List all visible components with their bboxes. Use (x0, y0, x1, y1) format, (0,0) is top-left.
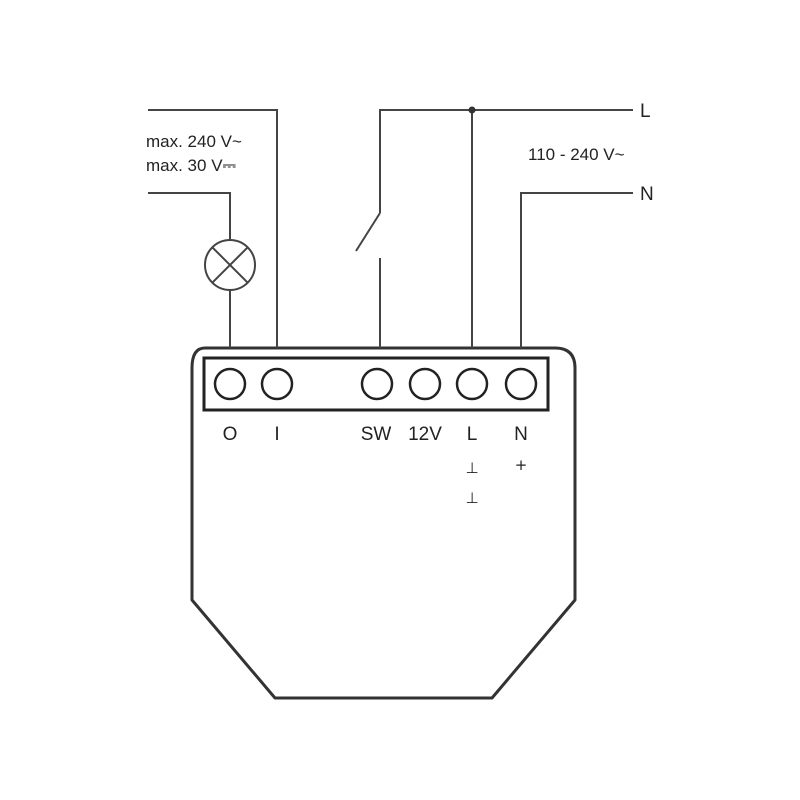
module-body (190, 346, 577, 700)
wire-switch-top (379, 109, 472, 213)
wire-neutral (520, 192, 633, 348)
terminal-o (213, 367, 247, 401)
lamp-icon (204, 239, 256, 291)
terminal-label-l: L (467, 424, 478, 445)
label-line: L (640, 101, 651, 122)
terminal-n (504, 367, 538, 401)
supply-voltage: 110 - 240 V~ (528, 145, 625, 164)
terminal-sw (360, 367, 394, 401)
terminal-label-o: O (223, 424, 238, 445)
terminal-label-12v: 12V (408, 424, 442, 445)
terminal-label-i: I (274, 424, 279, 445)
terminal-l (455, 367, 489, 401)
rating-ac: max. 240 V~ (146, 132, 242, 151)
dc-minus-symbol-upper: ⊥ (465, 459, 478, 477)
dc-plus-symbol: + (515, 456, 528, 474)
label-neutral: N (640, 184, 654, 205)
wire-input-i (148, 109, 278, 348)
terminal-label-n: N (514, 424, 528, 445)
rating-dc: max. 30 V⎓ (146, 156, 237, 175)
terminal-label-sw: SW (361, 424, 392, 445)
wire-lamp-feed (148, 192, 231, 240)
terminal-i (260, 367, 294, 401)
dc-minus-symbol-lower: ⊥ (465, 489, 478, 507)
switch-icon (355, 212, 381, 252)
terminal-12v (408, 367, 442, 401)
junction-dot (468, 106, 476, 114)
